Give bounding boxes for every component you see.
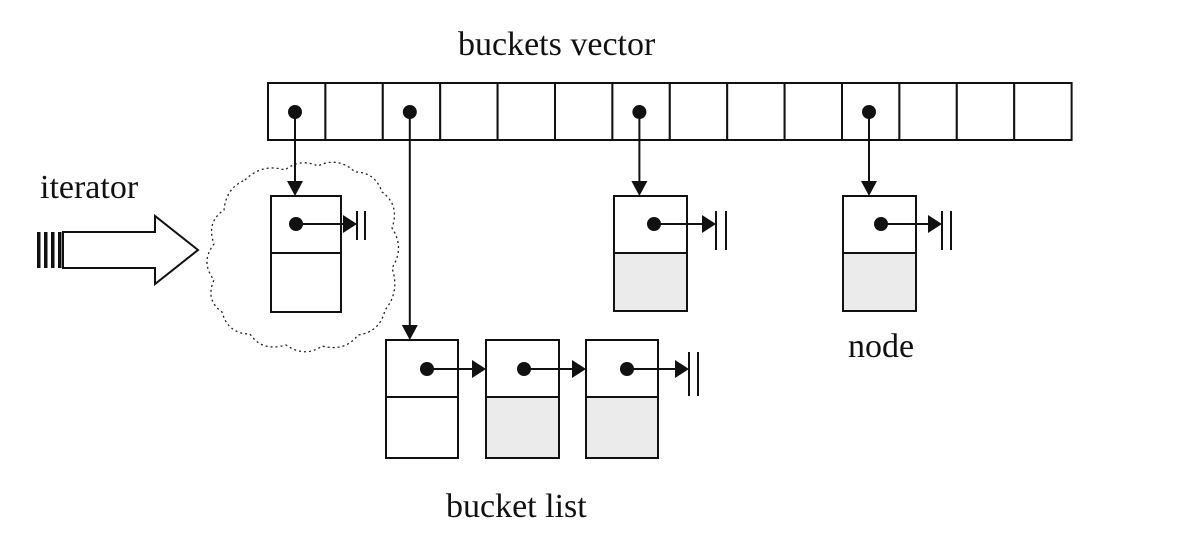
bucket-list-node-2 bbox=[485, 339, 586, 459]
bucket-pointers bbox=[287, 105, 877, 340]
iterator-label: iterator bbox=[40, 169, 139, 206]
bucket-cell-13 bbox=[1013, 82, 1073, 141]
bucket-cell-11 bbox=[898, 82, 958, 141]
bucket-pointer-6 bbox=[631, 105, 648, 196]
iterator-cloud bbox=[206, 161, 400, 353]
node-bucket-10 bbox=[842, 195, 952, 312]
bucket-cell-8 bbox=[726, 82, 786, 141]
buckets-vector bbox=[267, 82, 1073, 141]
bucket-cell-9 bbox=[783, 82, 843, 141]
bucket-cell-5 bbox=[554, 82, 614, 141]
node-bucket-6 bbox=[613, 195, 727, 312]
bucket-pointer-10 bbox=[861, 105, 877, 196]
bucket-cell-1 bbox=[324, 82, 384, 141]
bucket-cell-12 bbox=[955, 82, 1016, 141]
node-iterator-target bbox=[270, 195, 366, 313]
bucket-list-node-3 bbox=[585, 339, 699, 459]
buckets-vector-label: buckets vector bbox=[458, 26, 656, 63]
bucket-list-label: bucket list bbox=[446, 488, 587, 525]
bucket-cell-7 bbox=[668, 82, 729, 141]
bucket-pointer-0 bbox=[287, 105, 303, 196]
bucket-list bbox=[385, 339, 699, 459]
bucket-cell-3 bbox=[439, 82, 499, 141]
bucket-pointer-2 bbox=[401, 105, 418, 340]
bucket-list-node-1 bbox=[385, 339, 486, 459]
iterator-arrow bbox=[37, 213, 200, 287]
node-label: node bbox=[848, 328, 914, 365]
bucket-cell-4 bbox=[496, 82, 557, 141]
